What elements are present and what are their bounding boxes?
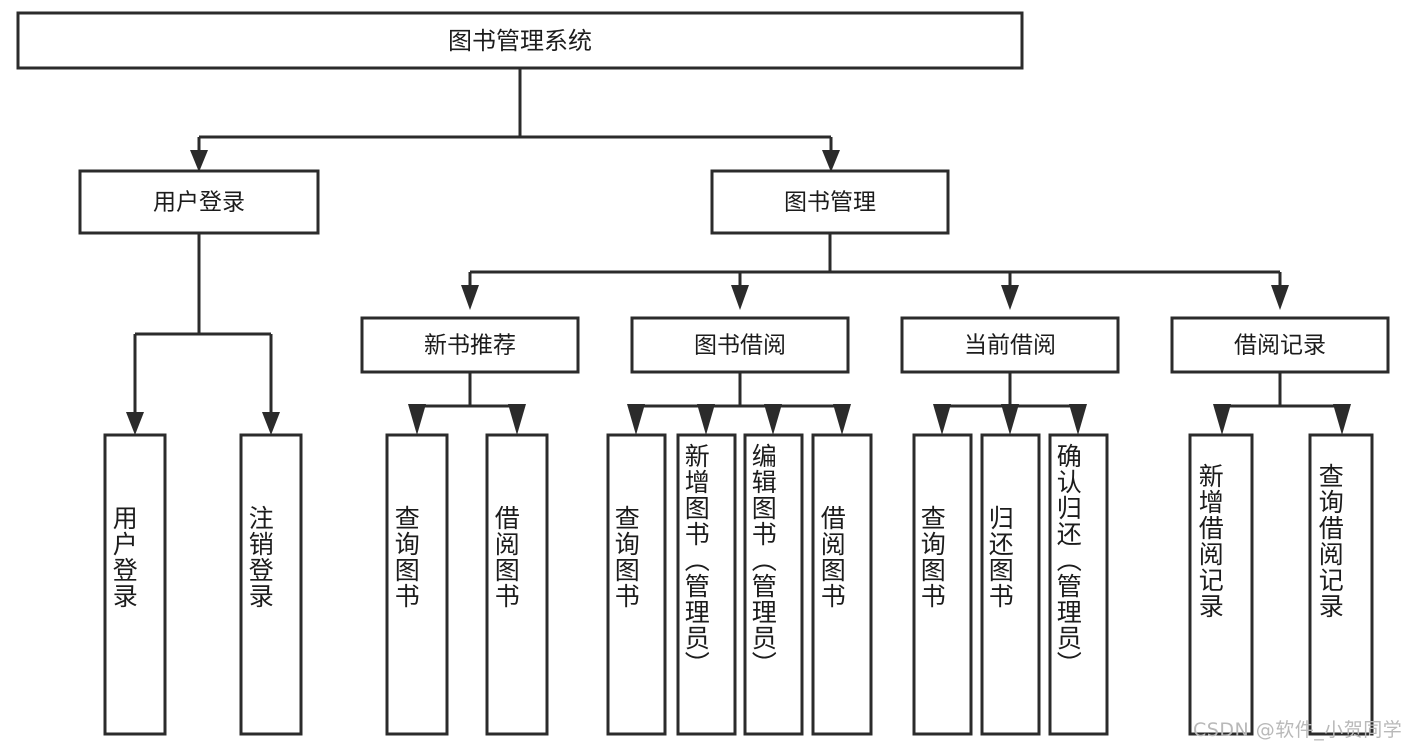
- leaf-borrow-book-2-box[interactable]: [811, 433, 873, 736]
- user-login-box[interactable]: [78, 169, 320, 235]
- connectors-group: [126, 68, 1351, 435]
- root-label: 图书管理系统: [448, 27, 592, 55]
- arrow-to-leaf-query-book-3: [933, 404, 951, 435]
- arrow-to-new-book-recommend: [461, 285, 479, 310]
- csdn-watermark: CSDN @软件_小贺同学: [1193, 719, 1403, 741]
- node-root[interactable]: 图书管理系统: [16, 11, 1024, 70]
- leaf-query-book-3-box[interactable]: [912, 433, 973, 736]
- leaf-add-record-box[interactable]: [1188, 433, 1254, 736]
- leaf-boxes-group: [103, 433, 1374, 736]
- leaf-user-login-box[interactable]: [103, 433, 167, 736]
- borrow-record-label: 借阅记录: [1234, 333, 1326, 359]
- borrow-record-box[interactable]: [1170, 316, 1390, 374]
- leaf-user-logout-box[interactable]: [239, 433, 303, 736]
- connector-book-manage-to-bus: [468, 233, 1282, 287]
- arrow-to-leaf-return-book: [1001, 404, 1019, 435]
- arrow-to-current-borrow: [1001, 285, 1019, 310]
- node-book-borrow[interactable]: 图书借阅: [630, 316, 850, 374]
- arrow-to-leaf-user-login: [126, 412, 144, 435]
- book-borrow-box[interactable]: [630, 316, 850, 374]
- arrow-to-leaf-add-book: [697, 404, 715, 435]
- arrow-to-leaf-query-book-1: [408, 404, 426, 435]
- node-current-borrow[interactable]: 当前借阅: [900, 316, 1120, 374]
- node-borrow-record[interactable]: 借阅记录: [1170, 316, 1390, 374]
- arrow-to-leaf-borrow-book-1: [508, 404, 526, 435]
- connector-new-book-recommend-to-bus: [415, 372, 519, 415]
- new-book-recommend-label: 新书推荐: [424, 333, 516, 359]
- leaf-edit-book-box[interactable]: [743, 433, 804, 736]
- leaf-borrow-book-1-box[interactable]: [485, 433, 549, 736]
- new-book-recommend-box[interactable]: [360, 316, 580, 374]
- current-borrow-label: 当前借阅: [964, 333, 1056, 359]
- arrow-to-book-manage: [822, 150, 840, 172]
- arrow-to-leaf-edit-book: [764, 404, 782, 435]
- leaf-query-book-1-box[interactable]: [385, 433, 449, 736]
- leaf-query-book-2-box[interactable]: [606, 433, 667, 736]
- node-new-book-recommend[interactable]: 新书推荐: [360, 316, 580, 374]
- arrow-to-leaf-query-book-2: [627, 404, 645, 435]
- connector-root-to-bus: [197, 68, 833, 152]
- arrow-to-borrow-record: [1271, 285, 1289, 310]
- book-borrow-label: 图书借阅: [694, 333, 786, 359]
- arrow-to-leaf-borrow-book-2: [833, 404, 851, 435]
- current-borrow-box[interactable]: [900, 316, 1120, 374]
- leaf-query-record-box[interactable]: [1308, 433, 1374, 736]
- node-book-manage[interactable]: 图书管理: [710, 169, 950, 235]
- user-login-label: 用户登录: [153, 190, 245, 216]
- leaf-confirm-return-box[interactable]: [1048, 433, 1109, 736]
- arrow-to-book-borrow: [731, 285, 749, 310]
- connector-user-login-to-bus: [133, 233, 273, 415]
- arrow-to-leaf-confirm-return: [1069, 404, 1087, 435]
- arrow-to-leaf-user-logout: [262, 412, 280, 435]
- node-user-login[interactable]: 用户登录: [78, 169, 320, 235]
- leaf-return-book-box[interactable]: [980, 433, 1041, 736]
- arrow-to-leaf-add-record: [1213, 404, 1231, 435]
- book-manage-box[interactable]: [710, 169, 950, 235]
- arrow-to-user-login: [190, 150, 208, 172]
- connector-book-borrow-to-bus: [634, 372, 844, 415]
- arrow-to-leaf-query-record: [1333, 404, 1351, 435]
- connector-borrow-record-to-bus: [1220, 372, 1344, 415]
- root-box[interactable]: [16, 11, 1024, 70]
- book-manage-label: 图书管理: [784, 190, 876, 216]
- leaf-add-book-box[interactable]: [676, 433, 737, 736]
